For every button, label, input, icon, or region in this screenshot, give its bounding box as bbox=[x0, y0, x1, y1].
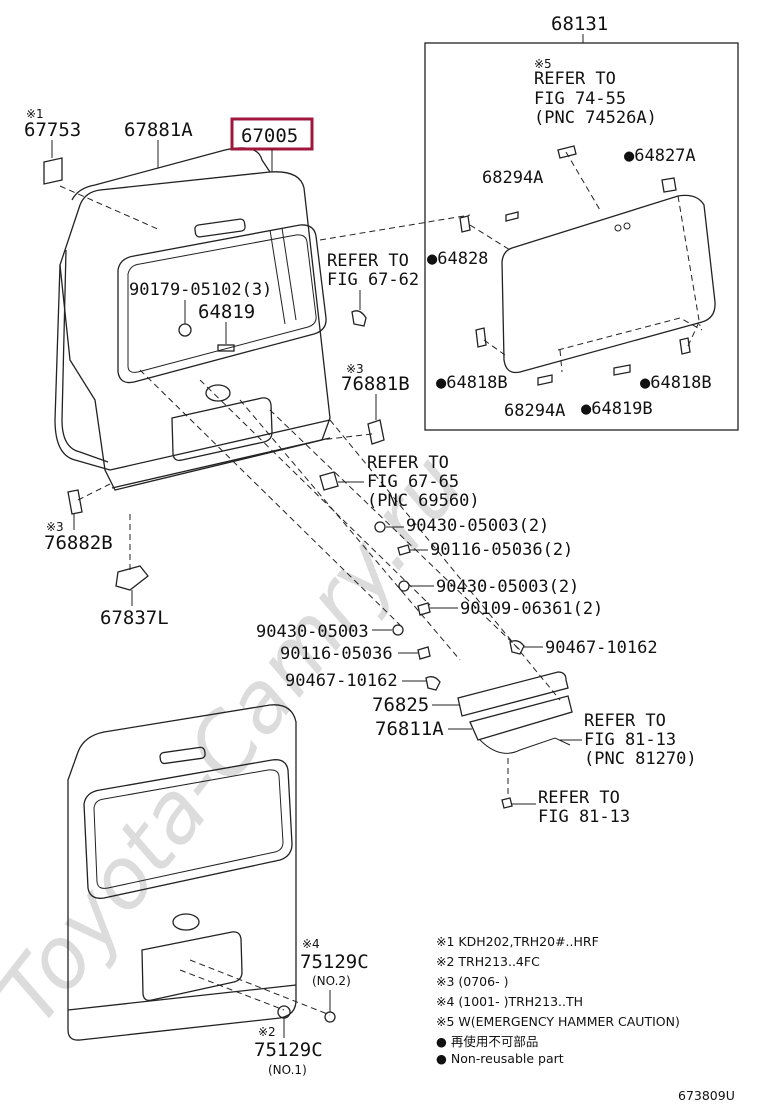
label-64818b-right: ●64818B bbox=[640, 373, 712, 393]
label-note-3a: ※3 bbox=[346, 362, 364, 376]
label-note-4: ※4 bbox=[302, 937, 320, 951]
footnote-2: ※2 TRH213..4FC bbox=[436, 954, 540, 969]
label-pnc-74526a: (PNC 74526A) bbox=[534, 108, 657, 128]
footnote-non-reusable-en: ● Non-reusable part bbox=[436, 1051, 564, 1066]
label-no2: (NO.2) bbox=[312, 974, 351, 988]
label-refer-fig-67-62-b: FIG 67-62 bbox=[327, 270, 419, 290]
label-refer-fig-81-13-c: (PNC 81270) bbox=[584, 749, 697, 769]
label-64828: ●64828 bbox=[427, 249, 488, 269]
back-door-assembled bbox=[67, 704, 297, 1041]
label-90116-2: 90116-05036 bbox=[280, 644, 393, 664]
footnote-1: ※1 KDH202,TRH20#..HRF bbox=[436, 934, 599, 949]
label-90116-1: 90116-05036(2) bbox=[430, 540, 573, 560]
label-75129c-1: 75129C bbox=[300, 951, 369, 973]
label-refer-fig-67-65-a: REFER TO bbox=[367, 453, 449, 473]
garnish-76811a bbox=[469, 695, 573, 741]
back-glass bbox=[501, 194, 716, 374]
footnote-3: ※3 (0706- ) bbox=[436, 974, 508, 989]
label-refer-fig-81-13b-a: REFER TO bbox=[538, 788, 620, 808]
label-67005: 67005 bbox=[241, 125, 298, 147]
label-note-5: ※5 bbox=[534, 57, 552, 71]
label-90430-1: 90430-05003(2) bbox=[406, 516, 549, 536]
label-64827a: ●64827A bbox=[624, 146, 696, 166]
label-90430-3: 90430-05003 bbox=[256, 622, 369, 642]
figure-code: 673809U bbox=[678, 1088, 735, 1103]
label-refer-to: REFER TO bbox=[534, 69, 616, 89]
label-note-3b: ※3 bbox=[46, 520, 64, 534]
label-90430-2: 90430-05003(2) bbox=[436, 577, 579, 597]
label-68294a-bottom: 68294A bbox=[504, 401, 565, 421]
label-90467-2: 90467-10162 bbox=[285, 671, 398, 691]
label-64819: 64819 bbox=[198, 301, 255, 323]
label-fig-74-55: FIG 74-55 bbox=[534, 89, 626, 109]
garnish-76825 bbox=[457, 671, 569, 717]
back-door-panel bbox=[59, 171, 331, 491]
footnote-4: ※4 (1001- )TRH213..TH bbox=[436, 994, 583, 1009]
label-90467-1: 90467-10162 bbox=[545, 638, 658, 658]
label-67753: 67753 bbox=[24, 119, 81, 141]
label-68294a-top: 68294A bbox=[482, 168, 543, 188]
label-90179: 90179-05102(3) bbox=[129, 280, 272, 300]
label-refer-fig-67-65-b: FIG 67-65 bbox=[367, 472, 459, 492]
label-90109: 90109-06361(2) bbox=[460, 599, 603, 619]
footnote-5: ※5 W(EMERGENCY HAMMER CAUTION) bbox=[436, 1014, 680, 1029]
label-no1: (NO.1) bbox=[268, 1063, 307, 1077]
label-refer-fig-67-65-c: (PNC 69560) bbox=[367, 491, 480, 511]
label-refer-fig-81-13-a: REFER TO bbox=[584, 711, 666, 731]
back-door-window-opening bbox=[117, 224, 327, 384]
label-68131: 68131 bbox=[551, 13, 608, 35]
label-75129c-2: 75129C bbox=[254, 1039, 323, 1061]
label-note-1: ※1 bbox=[26, 107, 44, 121]
footnote-non-reusable-jp: ● 再使用不可部品 bbox=[436, 1034, 538, 1049]
label-76811a: 76811A bbox=[375, 718, 444, 740]
label-64819b: ●64819B bbox=[581, 399, 653, 419]
inset-box bbox=[424, 42, 739, 431]
label-note-2: ※2 bbox=[258, 1025, 276, 1039]
label-67837l: 67837L bbox=[100, 607, 169, 629]
label-67881a: 67881A bbox=[124, 119, 193, 141]
label-refer-fig-67-62-a: REFER TO bbox=[327, 251, 409, 271]
label-refer-fig-81-13-b: FIG 81-13 bbox=[584, 730, 676, 750]
label-76881b: 76881B bbox=[341, 373, 410, 395]
label-76882b: 76882B bbox=[44, 532, 113, 554]
label-64818b-left: ●64818B bbox=[436, 373, 508, 393]
label-76825: 76825 bbox=[372, 694, 429, 716]
label-refer-fig-81-13b-b: FIG 81-13 bbox=[538, 807, 630, 827]
